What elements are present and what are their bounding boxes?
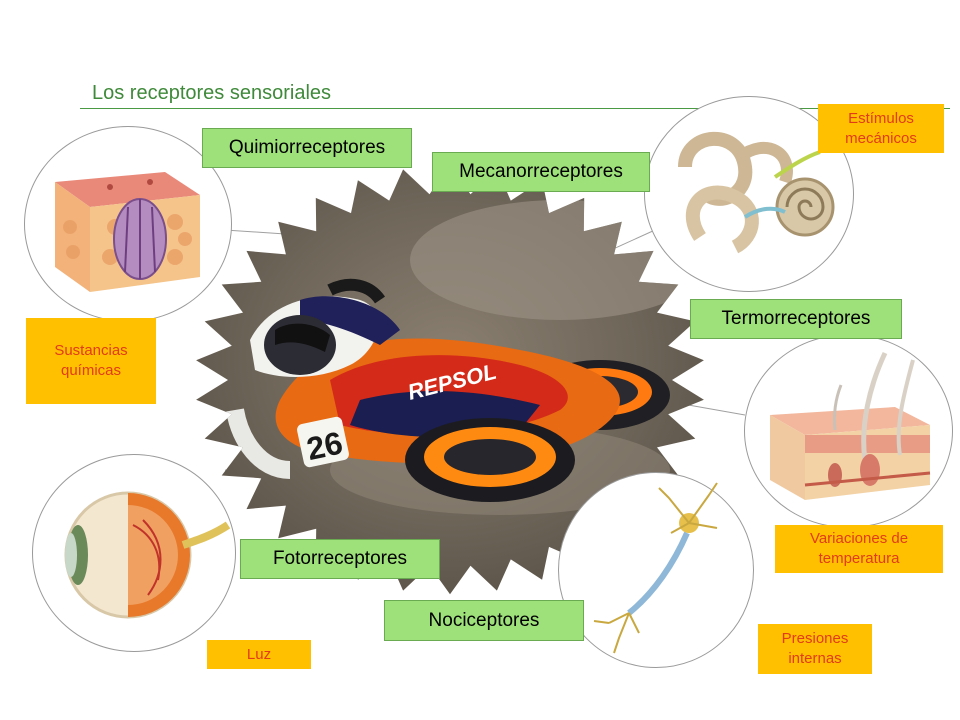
- page-title: Los receptores sensoriales: [92, 82, 332, 104]
- stimulus-line: Presiones: [781, 630, 849, 647]
- nociceptor-circle: [558, 472, 754, 668]
- stimulus-sustancias-quimicas: Sustancias químicas: [26, 318, 156, 404]
- title-underline: [80, 108, 950, 109]
- stimulus-line: Variaciones de: [809, 530, 909, 547]
- label-termorreceptores: Termorreceptores: [690, 299, 902, 339]
- label-nociceptores: Nociceptores: [384, 600, 584, 641]
- label-quimiorreceptores: Quimiorreceptores: [202, 128, 412, 168]
- label-fotorreceptores: Fotorreceptores: [240, 539, 440, 579]
- stimulus-line: químicas: [60, 362, 122, 379]
- stimulus-line: mecánicos: [845, 129, 917, 147]
- starburst-photo: REPSOL 26: [196, 165, 704, 595]
- stimulus-line: Sustancias: [54, 342, 128, 359]
- skin-section-icon: [770, 351, 931, 500]
- stimulus-presiones-internas: Presiones internas: [758, 624, 872, 674]
- stimulus-line: temperatura: [818, 550, 900, 567]
- photoreceptor-circle: [32, 454, 236, 652]
- neuron-icon: [593, 482, 718, 654]
- stimulus-variaciones-temperatura: Variaciones de temperatura: [775, 525, 943, 573]
- taste-bud-icon: [55, 172, 200, 292]
- thermoreceptor-circle: [744, 334, 953, 528]
- eye-icon: [64, 491, 231, 619]
- chemoreceptor-circle: [24, 126, 232, 322]
- stimulus-estimulos-mecanicos: Estímulos mecánicos: [818, 104, 944, 153]
- inner-ear-icon: [678, 131, 835, 254]
- stimulus-line: Estímulos: [848, 109, 914, 127]
- label-mecanorreceptores: Mecanorreceptores: [432, 152, 650, 192]
- bike-number: 26: [303, 424, 345, 467]
- stimulus-line: internas: [788, 650, 842, 667]
- stimulus-luz: Luz: [207, 640, 311, 669]
